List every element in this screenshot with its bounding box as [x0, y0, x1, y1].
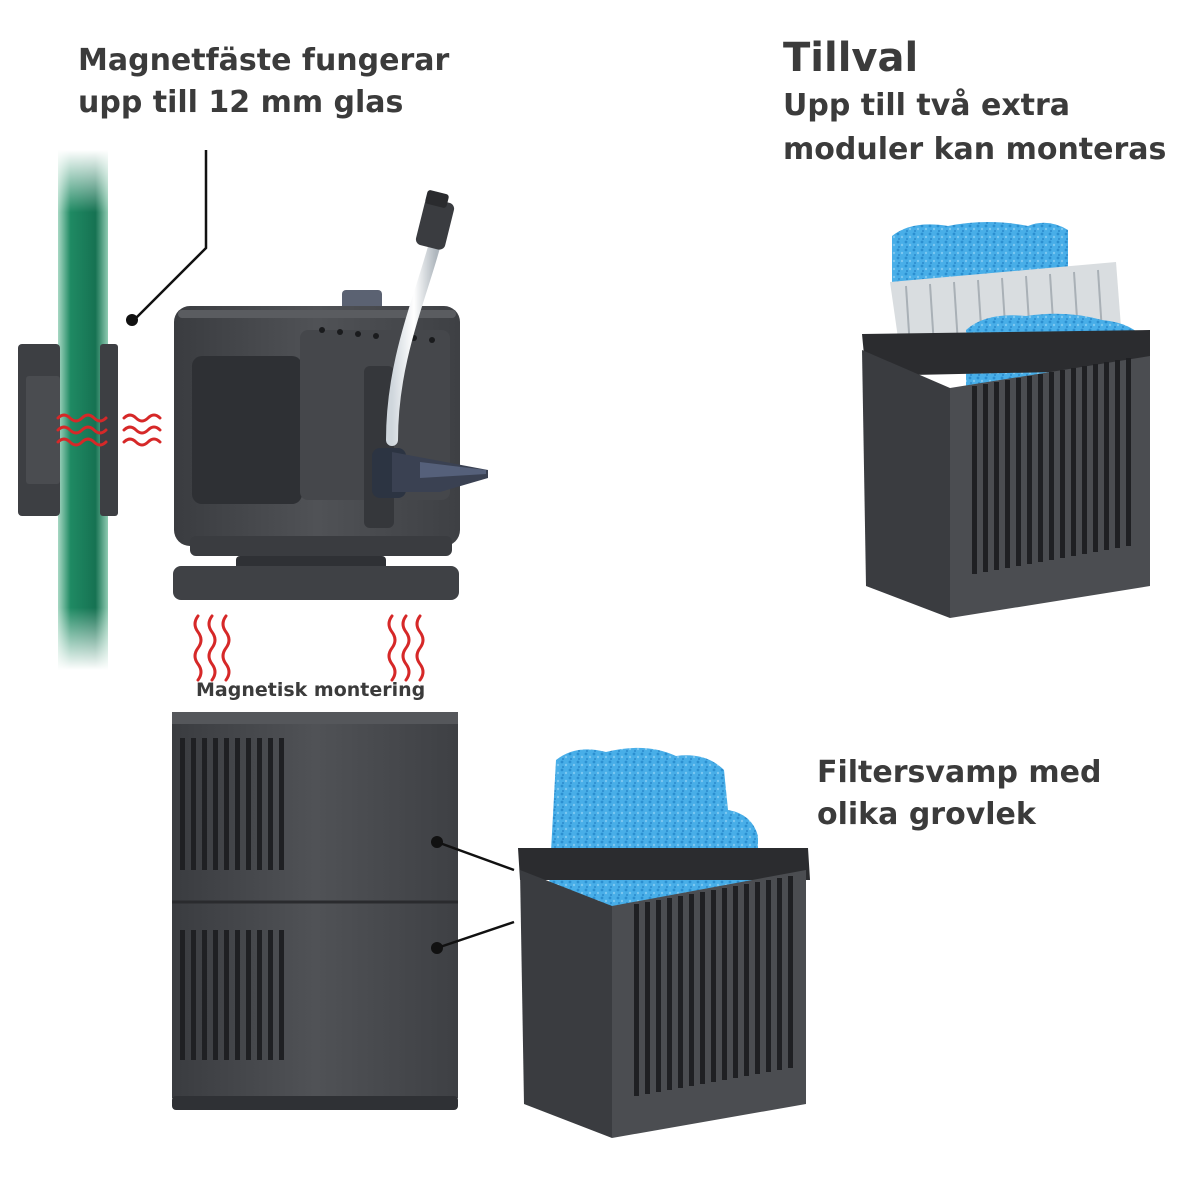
pump-base — [173, 566, 459, 600]
magnet-holder-inner — [100, 344, 118, 516]
magnet-caption-line2: upp till 12 mm glas — [78, 85, 404, 120]
option-caption: Upp till två extra moduler kan monteras — [783, 84, 1166, 172]
air-tube — [386, 190, 455, 446]
magnet-caption-line1: Magnetfäste fungerar — [78, 43, 450, 78]
optional-module — [862, 222, 1150, 618]
pump-head — [174, 290, 460, 574]
sponge-caption-line1: Filtersvamp med — [817, 755, 1102, 790]
magnet-waves-icon — [56, 413, 162, 447]
mount-caption: Magnetisk montering — [196, 679, 426, 701]
filter-tower — [172, 712, 458, 1110]
sponge-leader-lines — [431, 836, 515, 954]
water-outlet-nozzle — [372, 448, 488, 498]
sponge-caption-line2: olika grovlek — [817, 797, 1036, 832]
sponge-module — [518, 747, 810, 1138]
mount-waves-icon — [193, 614, 425, 682]
option-caption-line2: moduler kan monteras — [783, 132, 1167, 167]
option-title: Tillval — [783, 35, 919, 81]
magnet-leader-line — [126, 150, 208, 326]
sponge-caption: Filtersvamp med olika grovlek — [817, 752, 1101, 836]
aquarium-glass — [58, 150, 108, 670]
magnet-caption: Magnetfäste fungerar upp till 12 mm glas — [78, 40, 449, 124]
magnet-holder-outer — [18, 344, 60, 516]
option-caption-line1: Upp till två extra — [783, 88, 1071, 123]
